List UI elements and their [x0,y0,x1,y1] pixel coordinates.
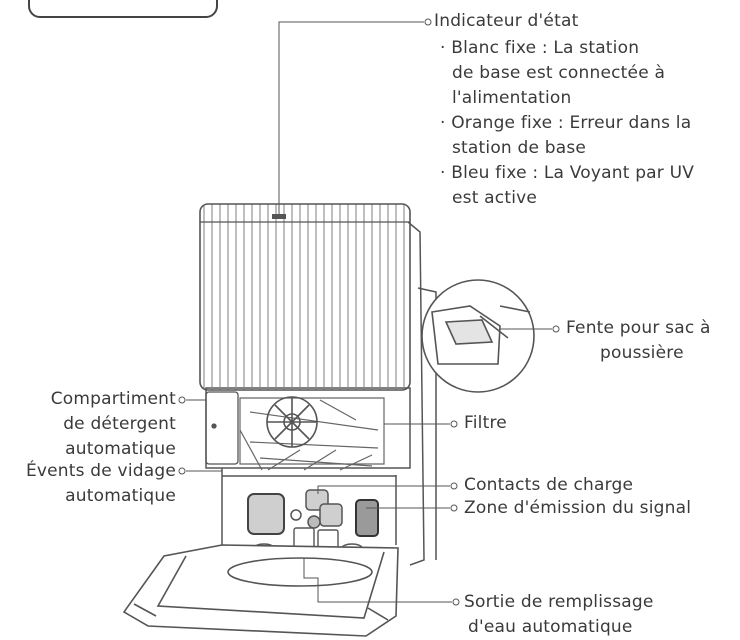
label-detergent-compartment: Compartiment de détergent automatique [51,387,176,462]
label-charging-contacts: Contacts de charge [464,473,633,498]
status-line: · Orange fixe : Erreur dans la [440,113,692,133]
status-indicator-title: Indicateur d'état [434,11,579,31]
detergent-line: de détergent [63,414,176,434]
status-line: est active [452,188,538,208]
water-outlet-line: d'eau automatique [468,617,633,637]
dust-tank [199,203,411,391]
label-emptying-vents: Évents de vidage automatique [26,459,176,509]
ramp-base [122,544,399,637]
status-line: station de base [452,138,587,158]
filter-wheel [266,396,318,448]
detergent-line: automatique [65,439,176,459]
dust-bag-slot-detail [421,279,535,393]
dust-bag-slot-line: poussière [600,343,684,363]
status-led [272,214,286,219]
signal-zone-text: Zone d'émission du signal [464,498,692,518]
status-line: l'alimentation [452,88,572,108]
water-outlet-line: Sortie de remplissage [464,592,654,612]
status-line: · Bleu fixe : La Voyant par UV [440,163,695,183]
dust-bag-slot-line: Fente pour sac à [566,318,711,338]
filter-text: Filtre [464,413,507,433]
status-line: de base est connectée à [452,63,666,83]
detergent-line: Compartiment [50,389,176,409]
label-filter: Filtre [464,411,507,436]
label-signal-zone: Zone d'émission du signal [464,496,691,521]
filter-chamber [239,397,385,471]
status-indicator-details: · Blanc fixe : La station de base est co… [440,36,694,211]
label-status-indicator: Indicateur d'état [434,9,578,34]
charging-contacts-text: Contacts de charge [464,475,634,495]
lower-bay [221,468,397,545]
detergent-compartment [205,391,239,465]
label-dust-bag-slot: Fente pour sac à poussière [566,316,711,366]
leader-lines [178,18,560,606]
vents-line: automatique [65,486,176,506]
header-tab-outline [28,0,218,18]
label-water-outlet: Sortie de remplissage d'eau automatique [464,590,654,640]
vents-line: Évents de vidage [25,461,176,481]
status-line: · Blanc fixe : La station [440,38,640,58]
